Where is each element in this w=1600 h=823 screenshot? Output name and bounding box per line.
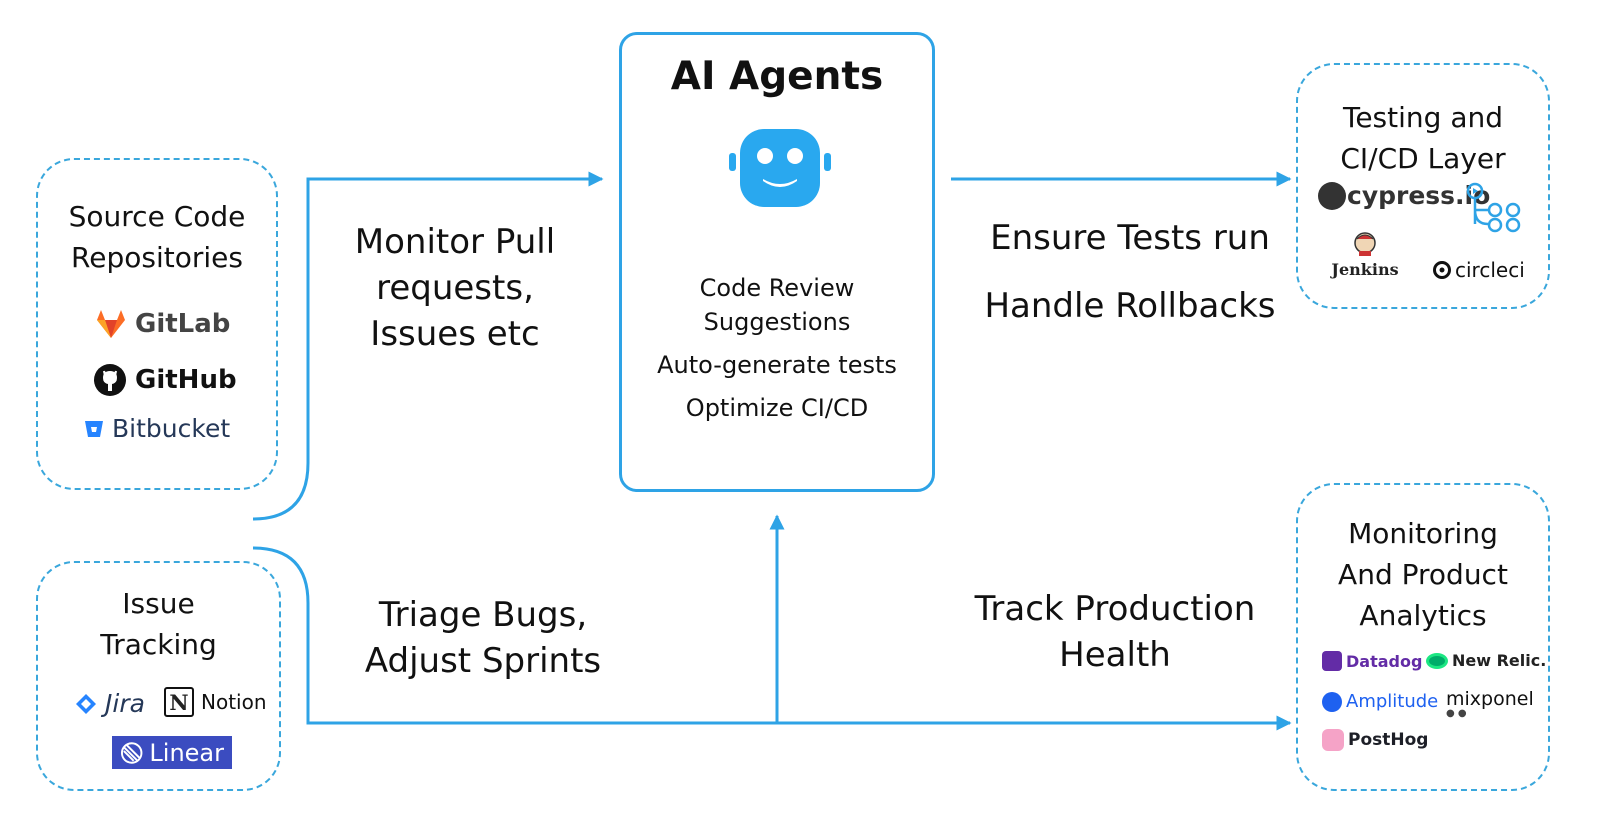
pipeline-icon	[1466, 182, 1521, 233]
arrow-repos-to-agents	[252, 171, 604, 521]
datadog-logo: Datadog	[1322, 651, 1422, 671]
posthog-label: PostHog	[1348, 730, 1429, 750]
circleci-logo: circleci	[1433, 258, 1525, 282]
agent-item: Auto-generate tests	[657, 351, 897, 379]
flow-label-monitor-prs: Monitor Pull requests, Issues etc	[354, 222, 556, 354]
flow-label-ensure-tests: Ensure Tests run	[990, 218, 1270, 258]
linear-logo: Linear	[112, 736, 232, 769]
gitlab-logo: GitLab	[94, 308, 230, 340]
mixpanel-logo: mixponel ● ●	[1446, 688, 1534, 719]
cypress-logo: cypress.io	[1318, 181, 1490, 210]
jira-logo: Jira	[74, 689, 145, 718]
posthog-logo: PostHog	[1322, 729, 1428, 751]
issue-tracking-title: Issue Tracking	[100, 587, 217, 661]
jira-icon	[76, 693, 96, 714]
source-repos-title: Source Code Repositories	[68, 200, 246, 274]
gitlab-icon	[97, 310, 125, 338]
gitlab-label: GitLab	[135, 309, 231, 339]
testing-cicd-title: Testing and CI/CD Layer	[1340, 101, 1506, 175]
linear-label: Linear	[149, 738, 224, 767]
cypress-label: cypress.io	[1347, 181, 1491, 210]
datadog-label: Datadog	[1346, 651, 1423, 671]
newrelic-icon	[1426, 652, 1448, 669]
circleci-label: circleci	[1455, 258, 1525, 282]
amplitude-label: Amplitude	[1346, 691, 1439, 712]
issue-tracking-box: Issue Tracking Jira N Notion Linear	[36, 561, 281, 791]
github-logo: GitHub	[92, 362, 237, 398]
agent-capabilities-list: Code Review Suggestions Auto-generate te…	[622, 271, 932, 434]
bitbucket-logo: Bitbucket	[83, 414, 230, 443]
newrelic-label: New Relic.	[1452, 651, 1547, 670]
arrow-issues-to-analytics	[252, 546, 1292, 731]
amplitude-logo: Amplitude	[1322, 691, 1438, 712]
github-label: GitHub	[135, 365, 237, 395]
agent-item: Code Review Suggestions	[699, 274, 855, 336]
robot-icon	[729, 129, 831, 207]
mixpanel-label: mixponel	[1446, 688, 1534, 710]
cypress-icon	[1318, 181, 1346, 210]
agent-item: Optimize CI/CD	[685, 394, 869, 422]
ai-agents-box: AI Agents Code Review Suggestions Auto-g…	[619, 32, 935, 492]
posthog-icon	[1322, 729, 1344, 751]
testing-cicd-box: Testing and CI/CD Layer cypress.io Jenki…	[1296, 63, 1550, 309]
monitoring-analytics-box: Monitoring And Product Analytics Datadog…	[1296, 483, 1550, 791]
mixpanel-icon: ● ●	[1446, 708, 1467, 719]
monitoring-analytics-title: Monitoring And Product Analytics	[1338, 517, 1508, 632]
flow-label-triage: Triage Bugs, Adjust Sprints	[364, 595, 602, 681]
jenkins-icon	[1354, 232, 1376, 256]
github-icon	[94, 364, 126, 396]
notion-icon: N	[164, 687, 194, 717]
flow-label-rollbacks: Handle Rollbacks	[984, 286, 1276, 326]
linear-icon	[120, 741, 143, 764]
circleci-icon	[1433, 261, 1451, 279]
source-repos-box: Source Code Repositories GitLab GitHub B…	[36, 158, 278, 490]
notion-label: Notion	[201, 690, 267, 714]
bitbucket-icon	[85, 420, 103, 437]
bitbucket-label: Bitbucket	[112, 414, 231, 443]
ai-agents-title: AI Agents	[670, 54, 884, 99]
jenkins-logo: Jenkins	[1326, 231, 1404, 279]
notion-logo: N Notion	[164, 687, 267, 717]
datadog-icon	[1322, 651, 1342, 671]
newrelic-logo: New Relic.	[1426, 651, 1546, 670]
jira-label: Jira	[105, 689, 145, 718]
flow-label-track-health: Track Production Health	[974, 589, 1256, 675]
amplitude-icon	[1322, 691, 1342, 712]
jenkins-label: Jenkins	[1331, 260, 1399, 279]
